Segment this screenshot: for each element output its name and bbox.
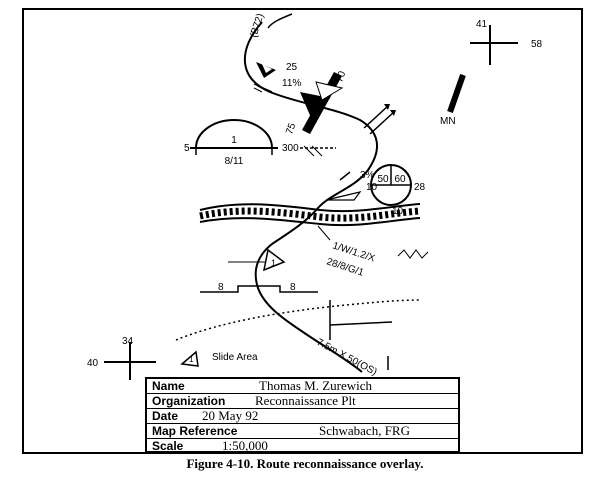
overlay-title-block: Name Thomas M. Zurewich Organization Rec… xyxy=(145,377,460,453)
legend-row-organization: Organization Reconnaissance Plt xyxy=(147,394,458,409)
grid-tick-40: 40 xyxy=(87,358,99,369)
legend-label: Organization xyxy=(152,394,226,408)
svg-text:7.5m X 50(OS): 7.5m X 50(OS) xyxy=(315,337,379,378)
slide-legend-number: 1 xyxy=(189,355,194,364)
overlay-frame xyxy=(22,8,583,454)
river-labels: 1/W/1.2/X 28/8/G/1 xyxy=(317,225,429,279)
ford-right: 300 xyxy=(282,143,299,154)
road-constriction: 8 8 xyxy=(200,282,318,293)
legend-value: Schwabach, FRG xyxy=(319,423,410,438)
traffic-arrows xyxy=(363,104,396,135)
constriction-right: 8 xyxy=(290,282,296,293)
ford-width: 1 xyxy=(231,135,237,146)
bridge-symbol: 70 75 xyxy=(284,69,348,136)
legend-value: Thomas M. Zurewich xyxy=(259,378,373,393)
slide-marker: 1 xyxy=(228,248,286,272)
legend-label: Date xyxy=(152,409,179,423)
grid-tick-58: 58 xyxy=(531,39,543,50)
north-arrow: MN xyxy=(440,74,466,127)
svg-text:1: 1 xyxy=(271,258,276,268)
constriction-left: 8 xyxy=(218,282,224,293)
river xyxy=(199,203,421,227)
route-continuation xyxy=(267,13,293,29)
legend-row-scale: Scale 1:50,000 xyxy=(147,439,458,454)
tunnel-label-a: 50 xyxy=(377,174,389,185)
legend-label: Scale xyxy=(152,439,184,453)
ford-symbol: 1 5 300 8/11 xyxy=(184,119,336,167)
route-label: (B72) xyxy=(248,12,266,39)
ford-left: 5 xyxy=(184,143,190,154)
legend-value: 1:50,000 xyxy=(222,438,268,453)
hill-symbol: 25 xyxy=(256,62,298,78)
hill-value: 25 xyxy=(286,62,298,73)
legend-value: 20 May 92 xyxy=(202,408,259,423)
north-label: MN xyxy=(440,116,456,127)
grid-register-mark-top-right: 41 58 xyxy=(470,19,543,65)
bridge-label-70: 70 xyxy=(334,69,348,84)
legend-row-name: Name Thomas M. Zurewich xyxy=(147,379,458,394)
grid-tick-41: 41 xyxy=(476,19,488,30)
legend-label: Map Reference xyxy=(152,424,238,438)
tunnel-label-b: 60 xyxy=(394,174,406,185)
slide-legend-text: Slide Area xyxy=(212,352,258,363)
svg-text:(B72): (B72) xyxy=(248,12,266,39)
figure-caption: Figure 4-10. Route reconnaissance overla… xyxy=(186,456,424,471)
cross-track xyxy=(175,299,421,341)
tunnel-symbol: 50 60 28 10 10 3% xyxy=(325,164,426,217)
route-line xyxy=(244,21,379,373)
grid-register-mark-bottom-left: 34 40 xyxy=(87,336,156,380)
bridge-label-75: 75 xyxy=(284,121,298,136)
grade-label: 11% xyxy=(282,78,301,89)
legend-row-map-reference: Map Reference Schwabach, FRG xyxy=(147,424,458,439)
tunnel-label-right: 28 xyxy=(414,182,426,193)
grade-marker: 11% xyxy=(253,78,301,93)
road-label: 7.5m X 50(OS) xyxy=(315,337,389,378)
legend-label: Name xyxy=(152,379,185,393)
tunnel-grade: 3% xyxy=(360,170,375,181)
grid-tick-34: 34 xyxy=(122,336,134,347)
slide-area-legend: 1 Slide Area xyxy=(180,350,258,367)
legend-value: Reconnaissance Plt xyxy=(255,393,356,408)
legend-row-date: Date 20 May 92 xyxy=(147,409,458,424)
ford-class: 8/11 xyxy=(225,156,244,167)
tunnel-label-left: 10 xyxy=(366,182,378,193)
